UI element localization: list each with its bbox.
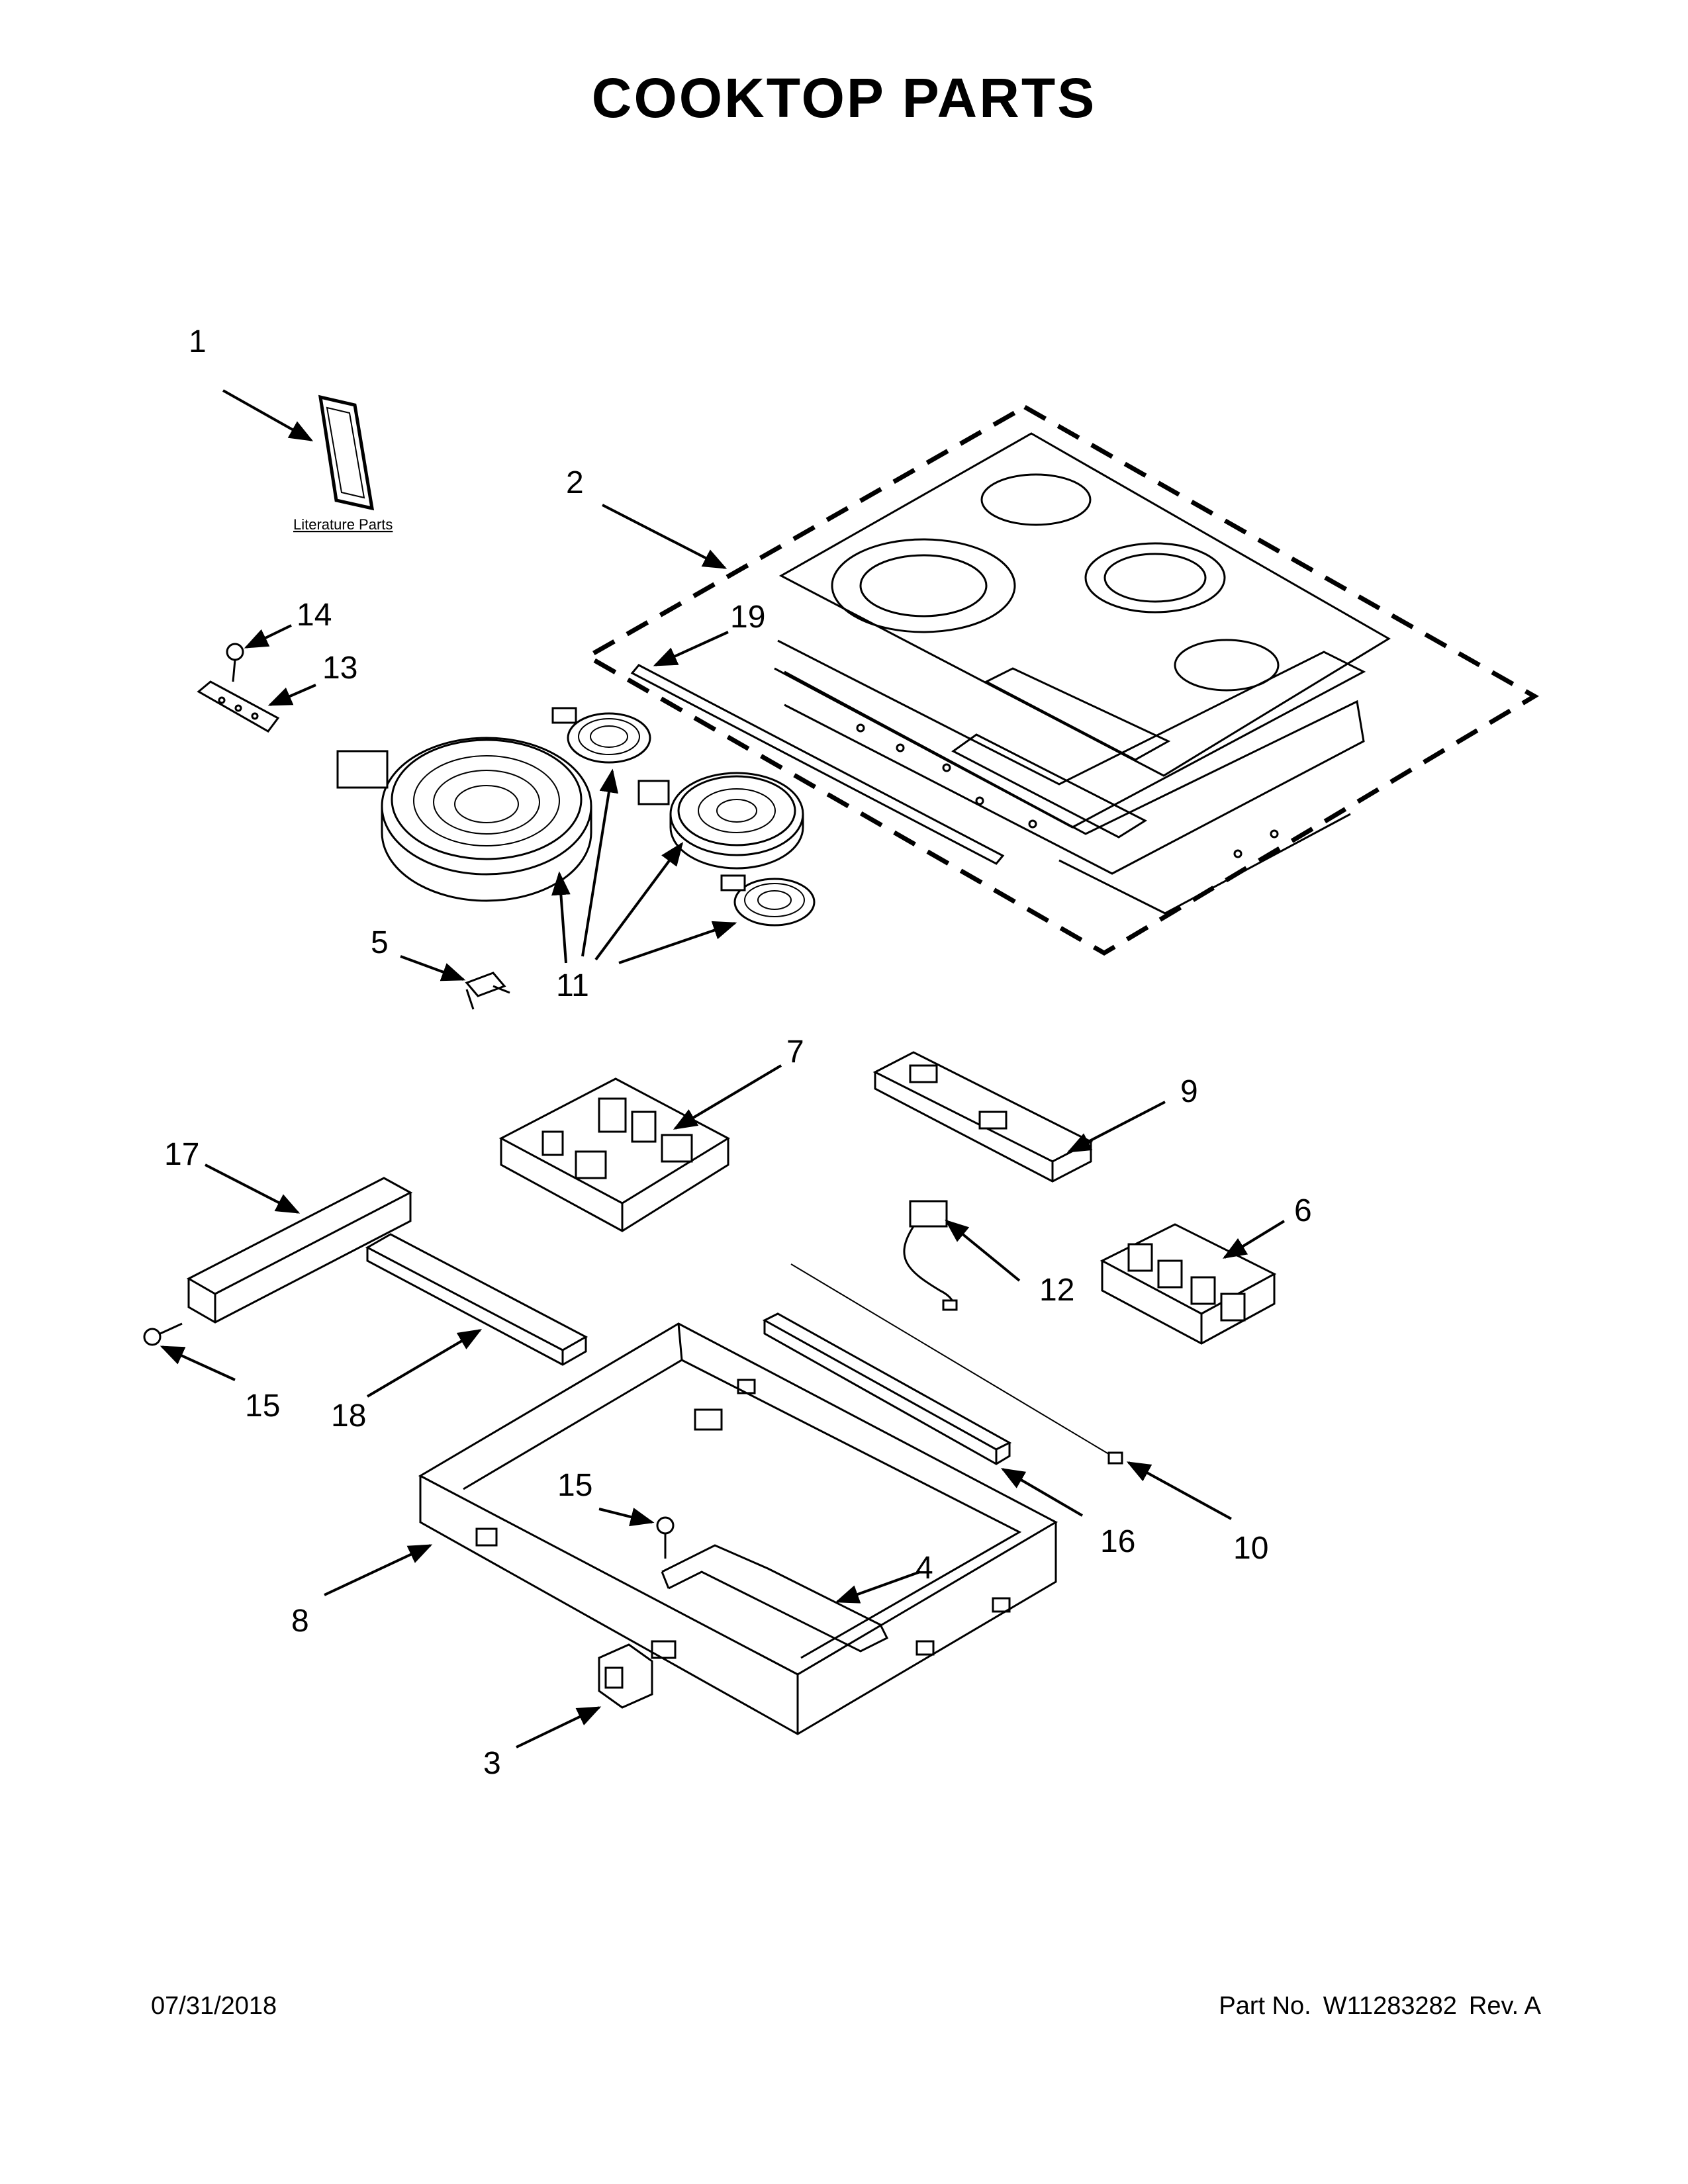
callout-15-left: 15 [245,1388,280,1424]
literature-parts-booklet [318,394,375,511]
touch-control-board [872,1051,1094,1183]
burner-ring-front [1174,639,1280,692]
part-no-value: W11283282 [1323,1992,1457,2020]
callout-17: 17 [164,1137,199,1172]
cooktop-chassis [418,1322,1058,1735]
insulation-strip [762,1312,1012,1465]
callout-2: 2 [566,465,584,500]
burner-ring-right-outer [1084,542,1226,614]
support-rail-upper [186,1177,413,1324]
callout-numbers: 1 2 19 14 13 5 11 7 9 6 12 17 15 18 15 1… [164,324,1312,1781]
mounting-screw [226,643,244,682]
mounting-bracket [197,680,280,733]
callout-11: 11 [556,968,589,1003]
revision: Rev. A [1468,1992,1541,2020]
callout-4: 4 [915,1551,933,1586]
callout-14: 14 [297,598,332,633]
leader-lines [160,389,1286,1749]
page-title: COOKTOP PARTS [591,67,1097,129]
relay-board [1100,1223,1277,1345]
screw-center [656,1516,675,1559]
footer-date: 07/31/2018 [151,1992,277,2020]
burner-ring-rear-left [980,473,1092,526]
callout-6: 6 [1294,1193,1312,1228]
radiant-element-large [336,737,592,902]
burner-ring-right-inner [1103,553,1207,603]
glass-cooktop [778,432,1391,777]
callout-5: 5 [371,925,389,960]
screw-left [143,1322,183,1346]
part-no-label: Part No. [1219,1992,1311,2020]
support-rail-lower [365,1233,588,1366]
element-terminal-box [336,750,389,789]
radiant-element-small-bottom [720,874,816,927]
callout-1: 1 [189,324,207,359]
wire-harness-connector [903,1200,958,1311]
callout-12: 12 [1039,1273,1074,1308]
callout-15-center: 15 [557,1468,592,1503]
callout-13: 13 [322,651,357,686]
callout-16: 16 [1100,1524,1135,1559]
callout-9: 9 [1180,1074,1198,1109]
callout-7: 7 [786,1034,804,1069]
limiter-sensor [465,972,510,1010]
burner-ring-large-outer [831,538,1016,633]
burner-ring-large-inner [859,554,988,617]
literature-parts-label: Literature Parts [293,516,393,533]
callout-10: 10 [1233,1531,1268,1566]
callout-18: 18 [331,1398,366,1433]
cooktop-assembly-dashed-box [583,404,1539,956]
callout-3: 3 [483,1746,501,1781]
footer-part-number: Part No. W11283282 Rev. A [1207,1992,1541,2021]
radiant-element-medium [637,772,804,870]
trim-strip [630,664,1005,865]
radiant-element-small-top [551,707,651,764]
wire-lead [790,1263,1123,1465]
control-bracket [951,733,1148,839]
callout-19: 19 [730,600,765,635]
cable-bracket [661,1544,889,1653]
control-panel-graphic [984,667,1171,761]
cooktop-frame-layers [774,639,1366,915]
callout-8: 8 [291,1604,309,1639]
terminal-bracket [598,1640,677,1709]
control-board [498,1077,731,1232]
